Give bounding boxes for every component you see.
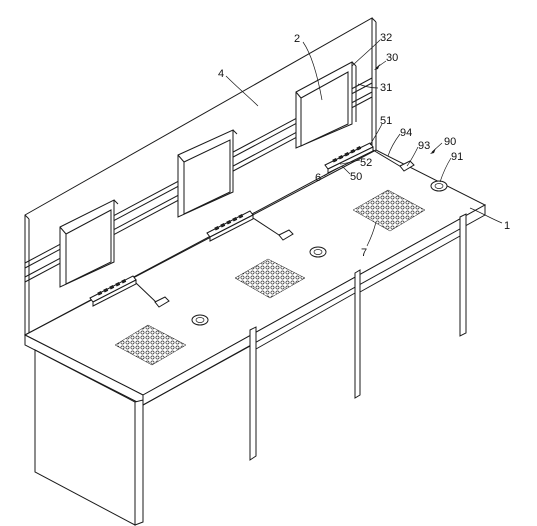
label-2: 2	[294, 33, 300, 45]
label-1: 1	[504, 220, 510, 232]
cable-grommets	[191, 180, 448, 326]
label-32: 32	[380, 32, 392, 44]
label-30: 30	[386, 52, 398, 64]
desk-legs	[34, 213, 467, 526]
label-50: 50	[350, 171, 362, 183]
label-90: 90	[444, 136, 456, 148]
label-52: 52	[360, 157, 372, 169]
reference-labels: 2 4 32 30 31 51 94 93 90 91 52 6 50 7 1	[218, 32, 510, 259]
ventilation-grilles	[114, 189, 426, 366]
power-strip-sockets	[97, 146, 362, 296]
label-31: 31	[380, 82, 392, 94]
label-4: 4	[218, 68, 224, 80]
monitor-middle	[177, 129, 238, 218]
label-91: 91	[451, 151, 463, 163]
monitor-left	[59, 199, 119, 288]
label-51: 51	[380, 115, 392, 127]
label-7: 7	[361, 247, 367, 259]
label-94: 94	[400, 127, 412, 139]
label-6: 6	[315, 172, 321, 184]
leader-lines	[225, 39, 503, 247]
label-93: 93	[418, 140, 430, 152]
monitor-right	[295, 61, 357, 149]
